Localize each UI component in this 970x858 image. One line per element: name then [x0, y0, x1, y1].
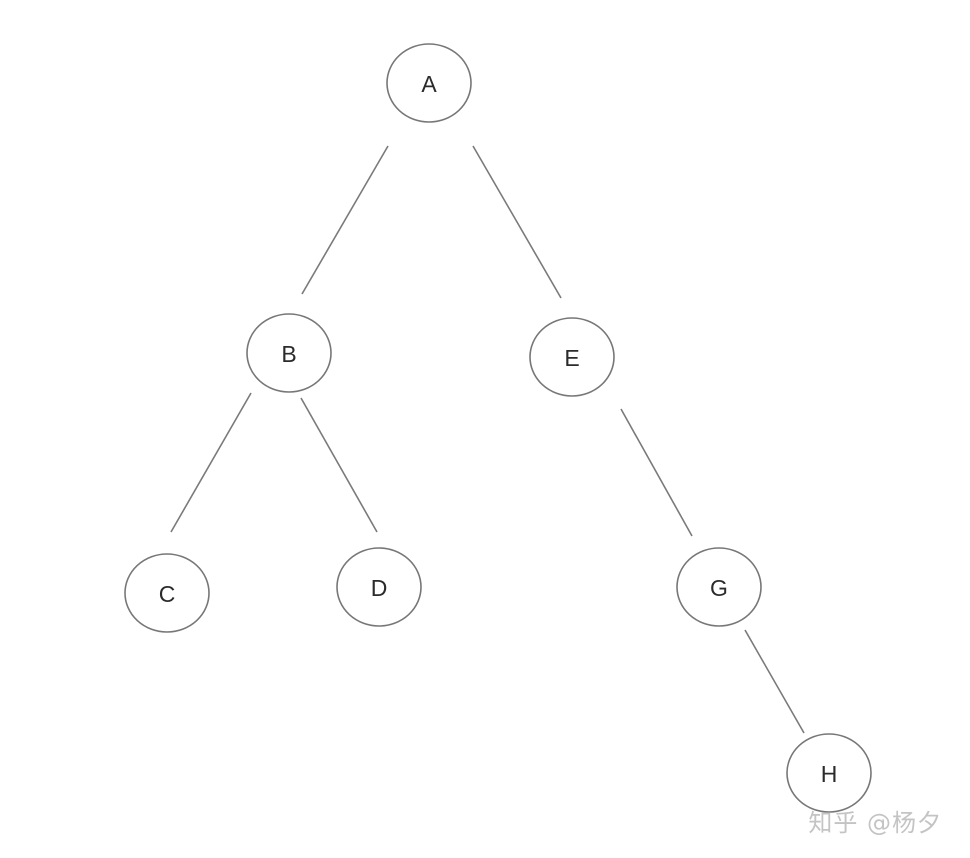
node-e: E: [529, 317, 615, 397]
node-a: A: [386, 43, 472, 123]
node-h-circle: [786, 733, 872, 813]
node-a-circle: [386, 43, 472, 123]
edge-g-h: [744, 629, 805, 734]
node-c-circle: [124, 553, 210, 633]
node-g: G: [676, 547, 762, 627]
node-d-circle: [336, 547, 422, 627]
node-a-label: A: [421, 71, 437, 97]
node-h-label: H: [821, 761, 838, 787]
node-b-circle: [246, 313, 332, 393]
edge-b-d: [300, 397, 378, 533]
edge-a-e: [472, 145, 562, 299]
node-d: D: [336, 547, 422, 627]
edge-e-g: [620, 408, 693, 537]
node-e-label: E: [564, 345, 579, 371]
nodes-layer: A B E C D G H: [124, 43, 872, 813]
node-d-label: D: [371, 575, 388, 601]
node-c: C: [124, 553, 210, 633]
node-c-label: C: [159, 581, 176, 607]
node-e-circle: [529, 317, 615, 397]
edges-layer: [170, 145, 805, 734]
node-b: B: [246, 313, 332, 393]
node-h: H: [786, 733, 872, 813]
edge-b-c: [170, 392, 252, 533]
watermark: 知乎 @杨夕: [808, 809, 942, 837]
edge-a-b: [301, 145, 389, 295]
node-b-label: B: [281, 341, 296, 367]
node-g-circle: [676, 547, 762, 627]
node-g-label: G: [710, 575, 728, 601]
